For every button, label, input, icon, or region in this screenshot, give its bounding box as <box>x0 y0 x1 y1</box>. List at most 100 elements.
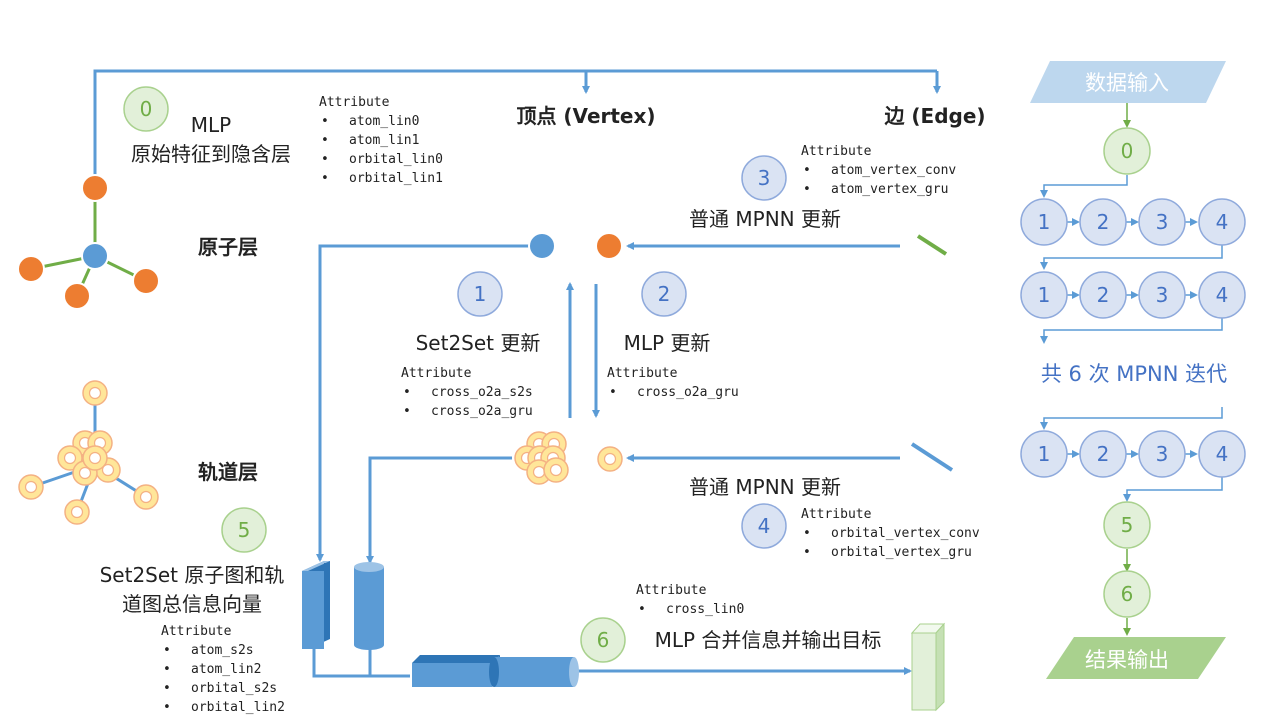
atom-node <box>132 267 160 295</box>
flow-step-number: 1 <box>1038 442 1051 466</box>
step1-attr-item: cross_o2a_s2s <box>431 385 533 400</box>
orbital-rings-left <box>18 380 159 525</box>
step0-attr-bullet: • <box>321 114 329 129</box>
flow-step-number: 4 <box>1216 283 1229 307</box>
atom-vertex-orange <box>595 232 623 260</box>
top-feed-line <box>93 69 937 175</box>
edge-header: 边 (Edge) <box>883 104 985 128</box>
step3-attr-title: Attribute <box>801 144 872 159</box>
input-banner <box>1030 61 1226 103</box>
step4-attr-bullet: • <box>803 545 811 560</box>
step6-group: Attribute •cross_lin0 6 MLP 合并信息并输出目标 <box>580 583 882 663</box>
step2-attr-list: • cross_o2a_gru <box>609 385 739 400</box>
step0-number: 0 <box>140 97 153 121</box>
readout-merge-line <box>312 646 410 678</box>
orbital-vertex-single <box>597 446 623 472</box>
readout-cylinder-atom <box>302 561 330 649</box>
flow-step-node: 3 <box>1138 271 1186 319</box>
atom-edge-glyph <box>916 234 948 256</box>
flow-step-number: 2 <box>1097 210 1110 234</box>
step4-attr-item: orbital_vertex_conv <box>831 526 980 541</box>
flow-step-node: 2 <box>1079 271 1127 319</box>
flow-step-node: 3 <box>1138 198 1186 246</box>
step6-attr-list: •cross_lin0 <box>638 602 744 617</box>
step5-number: 5 <box>238 518 251 542</box>
step2-title: MLP 更新 <box>624 331 711 355</box>
flow-step-number: 1 <box>1038 283 1051 307</box>
step1-attr-list: •cross_o2a_s2s•cross_o2a_gru <box>403 385 533 419</box>
step5-attr-bullet: • <box>163 700 171 715</box>
flow-step-node: 0 <box>1103 127 1151 175</box>
step0-attr-item: atom_lin0 <box>349 114 419 129</box>
flow-step-node: 2 <box>1079 198 1127 246</box>
atom-to-readout-arrow <box>316 244 530 562</box>
step5-attr-item: atom_lin2 <box>191 662 261 677</box>
orbital-vertex-cluster <box>514 431 569 485</box>
step1-attr-title: Attribute <box>401 366 472 381</box>
output-target-box <box>910 622 946 712</box>
step1-attr-bullet: • <box>403 385 411 400</box>
output-banner-label: 结果输出 <box>1085 648 1169 672</box>
vertex-header: 顶点 (Vertex) <box>516 104 655 128</box>
step5-attr-item: orbital_lin2 <box>191 700 285 715</box>
step3-title: 普通 MPNN 更新 <box>689 207 841 231</box>
step3-attr-item: atom_vertex_conv <box>831 163 956 178</box>
step4-attr-title: Attribute <box>801 507 872 522</box>
step2-attr-item: cross_o2a_gru <box>637 385 739 400</box>
step5-attr-bullet: • <box>163 681 171 696</box>
flow-step-number: 5 <box>1121 513 1134 537</box>
step5-attr-item: orbital_s2s <box>191 681 277 696</box>
step3-attr-list: •atom_vertex_conv•atom_vertex_gru <box>803 163 956 197</box>
step0-title: MLP <box>191 113 231 137</box>
step0-attr-bullet: • <box>321 133 329 148</box>
atom-vertex-blue <box>528 232 556 260</box>
step5-title-line1: Set2Set 原子图和轨 <box>100 563 285 587</box>
flow-step-number: 1 <box>1038 210 1051 234</box>
flow-step-node: 4 <box>1198 430 1246 478</box>
readout-cylinder-orbital <box>354 562 384 650</box>
atom-node <box>63 282 91 310</box>
step0-attr-item: atom_lin1 <box>349 133 419 148</box>
step6-title: MLP 合并信息并输出目标 <box>655 628 882 652</box>
orbital-edge-glyph <box>910 442 954 472</box>
step5-attr-bullet: • <box>163 662 171 677</box>
step3-attr-bullet: • <box>803 182 811 197</box>
flow-step-node: 5 <box>1103 501 1151 549</box>
flow-step-node: 2 <box>1079 430 1127 478</box>
step2-attr-title: Attribute <box>607 366 678 381</box>
orbital-to-readout-arrow <box>366 456 512 564</box>
flow-step-node: 3 <box>1138 430 1186 478</box>
input-banner-label: 数据输入 <box>1085 71 1169 95</box>
flow-step-number: 3 <box>1156 283 1169 307</box>
flow-step-number: 3 <box>1156 442 1169 466</box>
step0-attr-bullet: • <box>321 152 329 167</box>
orbital-layer-label: 轨道层 <box>198 460 258 484</box>
atom-center-node <box>81 242 109 270</box>
atom-graph <box>17 174 160 310</box>
step4-attr-item: orbital_vertex_gru <box>831 545 972 560</box>
step2-attr-bullet: • <box>609 385 617 400</box>
flow-step-node: 1 <box>1020 430 1068 478</box>
step2-number: 2 <box>658 282 671 306</box>
flow-step-number: 2 <box>1097 442 1110 466</box>
step5-attr-list: •atom_s2s•atom_lin2•orbital_s2s•orbital_… <box>163 643 285 715</box>
step5-group: 5 Set2Set 原子图和轨 道图总信息向量 Attribute •atom_… <box>100 507 285 715</box>
step3-attr-bullet: • <box>803 163 811 178</box>
connector-lines <box>93 69 941 678</box>
step4-group: 普通 MPNN 更新 4 Attribute •orbital_vertex_c… <box>689 475 980 560</box>
flow-step-number: 2 <box>1097 283 1110 307</box>
step5-attr-bullet: • <box>163 643 171 658</box>
merged-vector <box>412 655 579 687</box>
step6-attr-bullet: • <box>638 602 646 617</box>
flow-step-node: 4 <box>1198 198 1246 246</box>
step0-attr-item: orbital_lin0 <box>349 152 443 167</box>
iteration-label: 共 6 次 MPNN 迭代 <box>1041 362 1227 386</box>
flow-step-node: 4 <box>1198 271 1246 319</box>
step1-number: 1 <box>474 282 487 306</box>
step6-attr-title: Attribute <box>636 583 707 598</box>
atom-node <box>17 255 45 283</box>
step1-group: 1 Set2Set 更新 Attribute •cross_o2a_s2s•cr… <box>401 271 540 419</box>
step6-number: 6 <box>597 628 610 652</box>
